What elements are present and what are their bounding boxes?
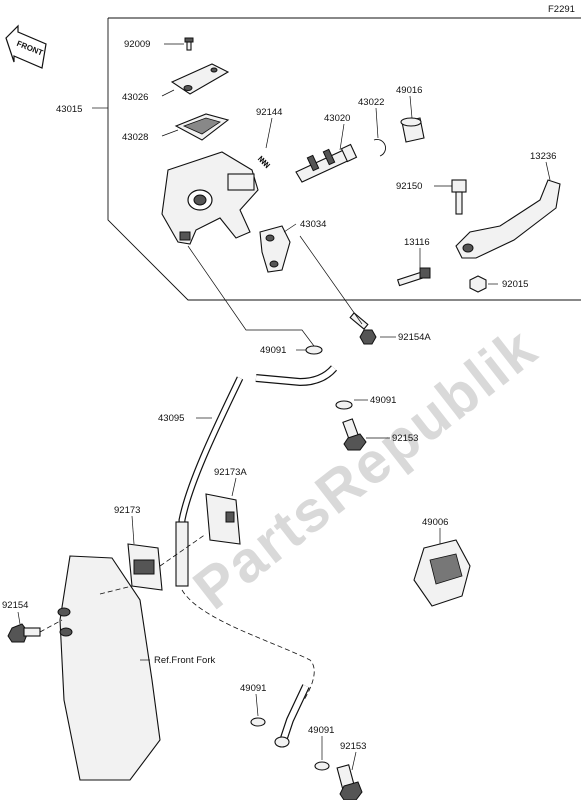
callout-92015: 92015 [502,279,528,290]
reference-note: Ref.Front Fork [154,655,215,666]
callout-43034: 43034 [300,219,326,230]
callout-92153-b: 92153 [340,741,366,752]
bracket-92173A [205,493,241,545]
assembly-outline [107,17,581,301]
callout-49016: 49016 [396,85,422,96]
circlip-43022 [373,139,386,157]
washer-49091-a [305,345,323,355]
callout-43026: 43026 [122,92,148,103]
front-arrow: FRONT [5,24,47,69]
bracket-92173 [127,543,163,591]
hose-43095 [175,365,338,587]
master-cylinder-43015 [161,151,259,245]
cover-49006 [413,539,471,607]
washer-49091-c [250,717,266,727]
callouts: 92009 43026 43015 43028 92144 43020 4302… [2,39,556,752]
callout-49091-a: 49091 [260,345,286,356]
leader-lines [17,43,551,771]
callout-43015: 43015 [56,104,82,115]
callout-92173A: 92173A [214,467,247,478]
callout-49006: 49006 [422,517,448,528]
spring-92144 [257,155,271,169]
bolt-92154 [7,623,41,643]
washer-49091-b [335,400,353,410]
bolt-92154A [349,312,377,345]
callout-43095: 43095 [158,413,184,424]
callout-49091-d: 49091 [308,725,334,736]
diaphragm-43028 [174,113,230,141]
washer-49091-d [314,761,330,771]
callout-49091-c: 49091 [240,683,266,694]
connector-lines [39,235,363,633]
boot-49016 [400,117,425,143]
callout-92144: 92144 [256,107,282,118]
lever-13236 [455,179,561,259]
callout-13236: 13236 [530,151,556,162]
adjuster-13116 [396,267,431,287]
callout-43022: 43022 [358,97,384,108]
callout-43028: 43028 [122,132,148,143]
nut-92015 [469,275,487,293]
fork-guard [57,555,161,781]
callout-43020: 43020 [324,113,350,124]
callout-92154: 92154 [2,600,28,611]
screw-92009 [184,37,194,51]
callout-92150: 92150 [396,181,422,192]
banjo-bolt-92153-b [336,764,363,800]
lower-hose-end [274,684,310,748]
reservoir-cap-43026 [170,63,230,95]
lower-hose-path [181,589,315,701]
callout-13116: 13116 [404,237,430,248]
piston-43020 [295,143,358,183]
figure-code: F2291 [548,4,575,15]
callout-92153-a: 92153 [392,433,418,444]
callout-92173: 92173 [114,505,140,516]
callout-92009: 92009 [124,39,150,50]
pivot-bolt-92150 [451,179,467,215]
clamp-43034 [259,225,291,273]
callout-49091-b: 49091 [370,395,396,406]
callout-92154A: 92154A [398,332,431,343]
banjo-bolt-92153-a [342,418,367,451]
